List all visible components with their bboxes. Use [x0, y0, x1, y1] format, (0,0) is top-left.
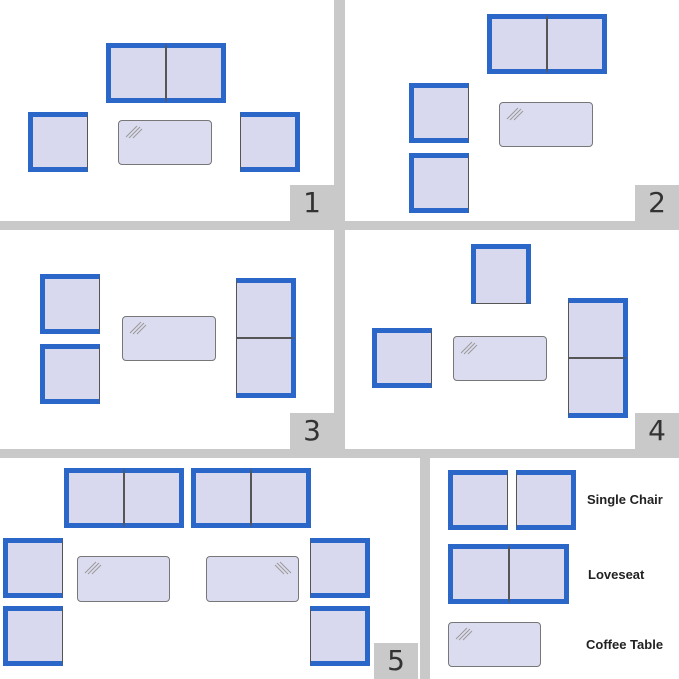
layout-number: 5 — [374, 643, 418, 679]
glass-reflection-icon — [274, 561, 292, 575]
loveseat-seat-bottom — [568, 358, 628, 418]
layout-panel-2: 2 — [345, 0, 679, 221]
layout-number: 1 — [290, 185, 334, 221]
loveseat-seat-right — [251, 468, 311, 528]
legend-panel: Single Chair Loveseat Coffee Table — [430, 458, 679, 679]
single-chair — [40, 344, 100, 404]
legend-label-coffee-table: Coffee Table — [586, 637, 664, 652]
layout-panel-1: 1 — [0, 0, 334, 221]
loveseat-seat-right — [166, 43, 226, 103]
coffee-table — [122, 316, 216, 361]
glass-reflection-icon — [84, 561, 102, 575]
layout-number: 4 — [635, 413, 679, 449]
single-chair — [310, 538, 370, 598]
loveseat-seat-left — [487, 14, 547, 74]
loveseat-seat-left — [106, 43, 166, 103]
loveseat-seat-bottom — [236, 338, 296, 398]
loveseat-seat-top — [236, 278, 296, 338]
loveseat-seat-left — [191, 468, 251, 528]
single-chair — [3, 538, 63, 598]
loveseat-seat-right — [547, 14, 607, 74]
single-chair — [372, 328, 432, 388]
coffee-table — [118, 120, 212, 165]
glass-reflection-icon — [129, 321, 147, 335]
legend-label-loveseat: Loveseat — [588, 567, 645, 582]
legend-single-chair — [448, 470, 508, 530]
single-chair — [409, 153, 469, 213]
loveseat-seat-top — [568, 298, 628, 358]
layout-panel-4: 4 — [345, 230, 679, 449]
single-chair — [240, 112, 300, 172]
glass-reflection-icon — [460, 341, 478, 355]
glass-reflection-icon — [125, 125, 143, 139]
coffee-table — [499, 102, 593, 147]
loveseat-seat-left — [64, 468, 124, 528]
layout-number: 2 — [635, 185, 679, 221]
glass-reflection-icon — [506, 107, 524, 121]
legend-single-chair — [516, 470, 576, 530]
legend-loveseat-seat-left — [448, 544, 509, 604]
layout-number: 3 — [290, 413, 334, 449]
glass-reflection-icon — [455, 627, 473, 641]
single-chair — [471, 244, 531, 304]
layout-panel-3: 3 — [0, 230, 334, 449]
coffee-table — [206, 556, 299, 602]
legend-coffee-table — [448, 622, 541, 667]
single-chair — [310, 606, 370, 666]
legend-label-single-chair: Single Chair — [587, 492, 663, 507]
single-chair — [3, 606, 63, 666]
coffee-table — [453, 336, 547, 381]
legend-loveseat-seat-right — [509, 544, 569, 604]
coffee-table — [77, 556, 170, 602]
single-chair — [409, 83, 469, 143]
layout-panel-5: 5 — [0, 458, 420, 679]
loveseat-seat-right — [124, 468, 184, 528]
single-chair — [40, 274, 100, 334]
single-chair — [28, 112, 88, 172]
